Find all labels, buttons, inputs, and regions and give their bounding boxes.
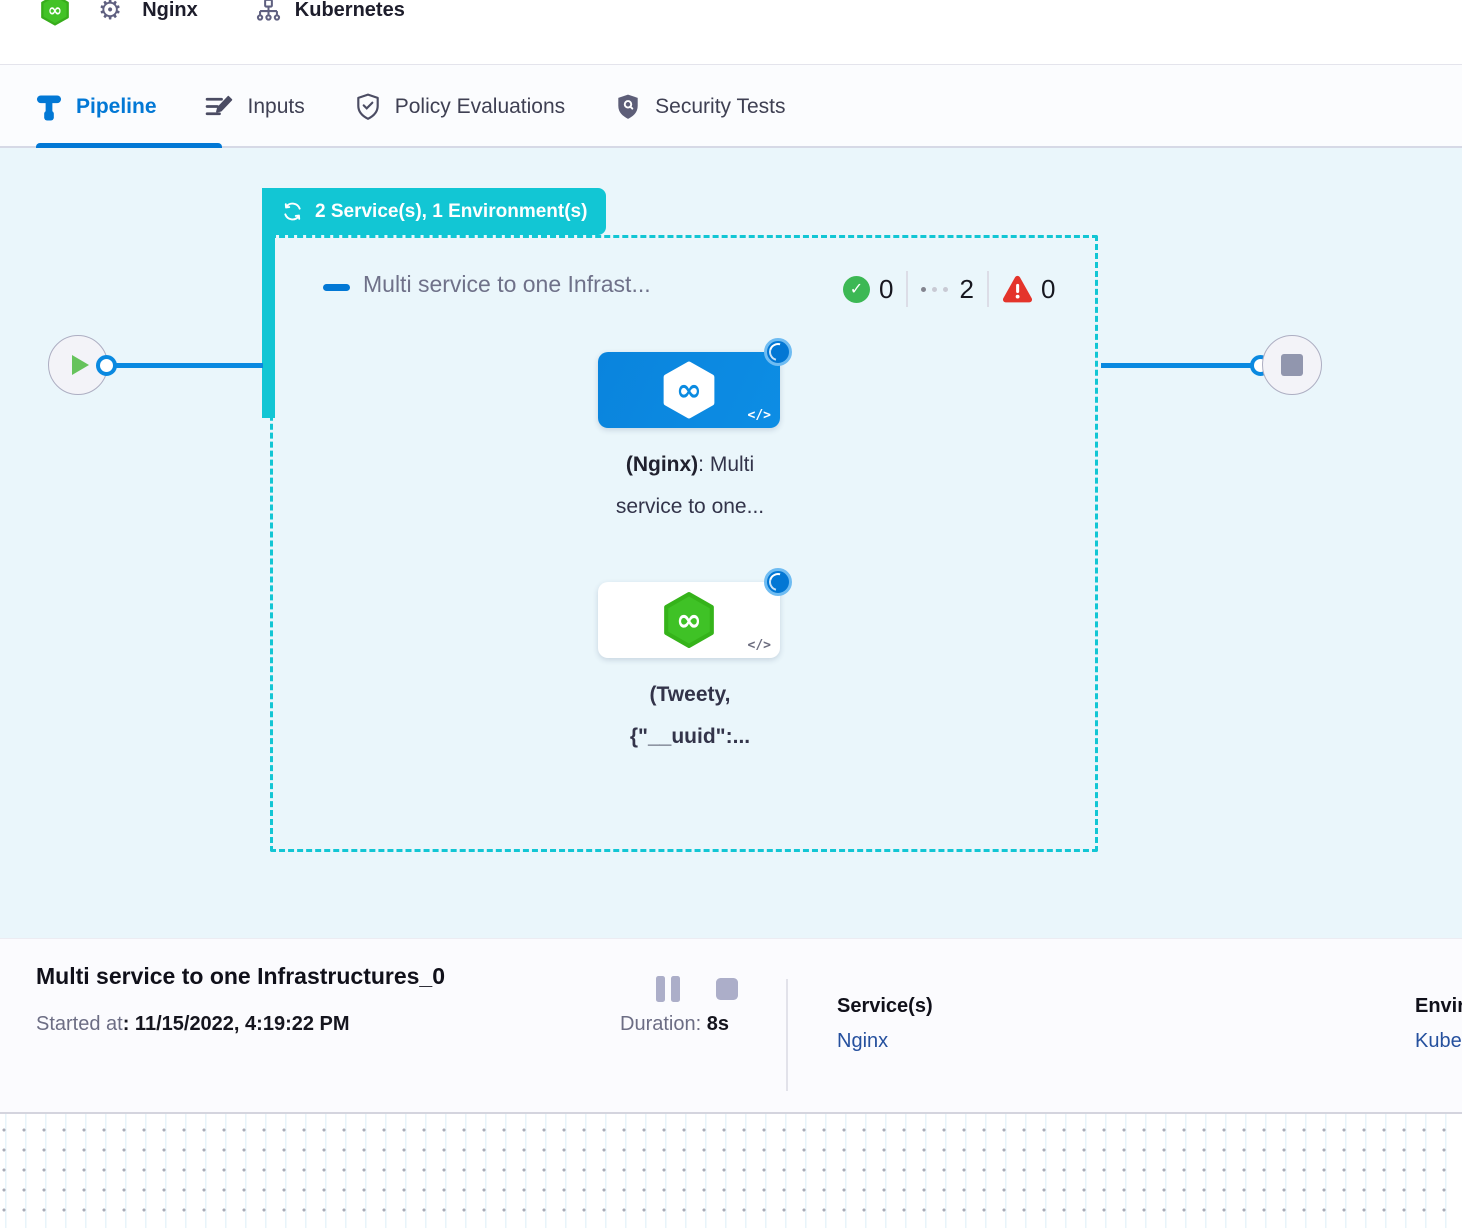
- tab-policy-evaluations[interactable]: Policy Evaluations: [355, 93, 565, 121]
- pause-execution-button[interactable]: [656, 976, 680, 1002]
- environments-column: Environment(s) Kubernetes: [1415, 995, 1462, 1053]
- harness-service-icon: ∞: [662, 361, 716, 419]
- active-tab-underline: [36, 143, 222, 148]
- success-check-icon: ✓: [843, 275, 870, 303]
- pipeline-canvas[interactable]: 2 Service(s), 1 Environment(s) Multi ser…: [0, 148, 1462, 938]
- duration: Duration: 8s: [620, 1013, 729, 1035]
- play-icon: [72, 355, 89, 375]
- tab-security-tests[interactable]: Security Tests: [615, 93, 786, 121]
- running-spinner-icon: [764, 568, 792, 596]
- svg-text:∞: ∞: [48, 1, 62, 21]
- harness-service-icon: ∞: [662, 591, 716, 649]
- running-spinner-icon: [764, 338, 792, 366]
- breadcrumb: ∞ ⚙ Nginx Kubernetes: [40, 0, 405, 36]
- stop-icon: [1281, 354, 1303, 376]
- service-node-tweety-label: (Tweety, {"__uuid":...: [629, 683, 751, 748]
- running-ellipsis-icon: [921, 286, 949, 292]
- environment-link-kubernetes[interactable]: Kubernetes: [1415, 1030, 1462, 1052]
- execution-summary-bar: Multi service to one Infrastructures_0 S…: [0, 938, 1462, 1112]
- pipeline-end-node[interactable]: [1262, 335, 1322, 395]
- kubernetes-agent-icon: [255, 0, 282, 24]
- started-at: Started at: 11/15/2022, 4:19:22 PM: [36, 1013, 350, 1035]
- failed-warning-icon: [1002, 275, 1033, 303]
- collapse-stage-button[interactable]: [323, 284, 350, 291]
- breadcrumb-environment-name[interactable]: Kubernetes: [294, 0, 405, 21]
- stage-services-badge[interactable]: 2 Service(s), 1 Environment(s): [262, 188, 607, 235]
- pipeline-icon: [36, 92, 62, 122]
- tab-pipeline-label: Pipeline: [76, 94, 157, 118]
- stage-indicator-strip: [262, 188, 275, 418]
- shield-check-icon: [355, 93, 381, 121]
- service-node-nginx[interactable]: ∞ </>: [598, 338, 792, 428]
- stage-selection-box[interactable]: [270, 235, 1098, 852]
- service-node-tweety[interactable]: ∞ </>: [598, 568, 792, 658]
- counter-divider: [986, 271, 989, 307]
- code-icon: </>: [747, 638, 771, 653]
- environments-label: Environment(s): [1415, 995, 1462, 1017]
- breadcrumb-header: ∞ ⚙ Nginx Kubernetes: [0, 0, 1462, 65]
- log-panel-grid-area: [0, 1112, 1462, 1228]
- tab-pipeline[interactable]: Pipeline: [36, 92, 157, 122]
- svg-text:∞: ∞: [676, 602, 702, 638]
- execution-title: Multi service to one Infrastructures_0: [36, 963, 446, 989]
- stop-execution-button[interactable]: [716, 978, 738, 1000]
- success-count: 0: [879, 273, 894, 304]
- failed-count: 0: [1040, 273, 1056, 304]
- connector-line-end: [1101, 363, 1253, 368]
- running-count: 2: [959, 273, 974, 304]
- stage-badge-label: 2 Service(s), 1 Environment(s): [315, 200, 588, 222]
- svg-text:∞: ∞: [676, 372, 702, 408]
- stage-step-counters: ✓ 0 2 0: [843, 270, 1055, 308]
- harness-logo-icon: ∞: [40, 0, 70, 27]
- counter-divider: [906, 271, 909, 307]
- tab-security-tests-label: Security Tests: [655, 94, 786, 118]
- tab-policy-evaluations-label: Policy Evaluations: [394, 94, 566, 118]
- gear-icon: ⚙: [98, 0, 123, 25]
- tab-inputs[interactable]: Inputs: [205, 94, 305, 119]
- service-node-nginx-label: (Nginx): Multi service to one...: [615, 453, 765, 518]
- tab-inputs-label: Inputs: [247, 94, 305, 118]
- service-link-nginx[interactable]: Nginx: [837, 1030, 889, 1052]
- footer-divider: [786, 979, 788, 1091]
- inputs-icon: [205, 94, 234, 119]
- tab-bar: Pipeline Inputs Policy Evaluations: [0, 65, 1462, 148]
- code-icon: </>: [747, 408, 771, 423]
- connector-dot-start: [96, 355, 117, 376]
- services-label: Service(s): [837, 995, 933, 1017]
- connector-line-start: [112, 363, 263, 368]
- shield-scan-icon: [615, 93, 641, 121]
- breadcrumb-service-name[interactable]: Nginx: [142, 0, 198, 21]
- stage-title: Multi service to one Infrast...: [363, 271, 651, 297]
- loop-icon: [281, 200, 304, 223]
- services-column: Service(s) Nginx: [837, 995, 933, 1053]
